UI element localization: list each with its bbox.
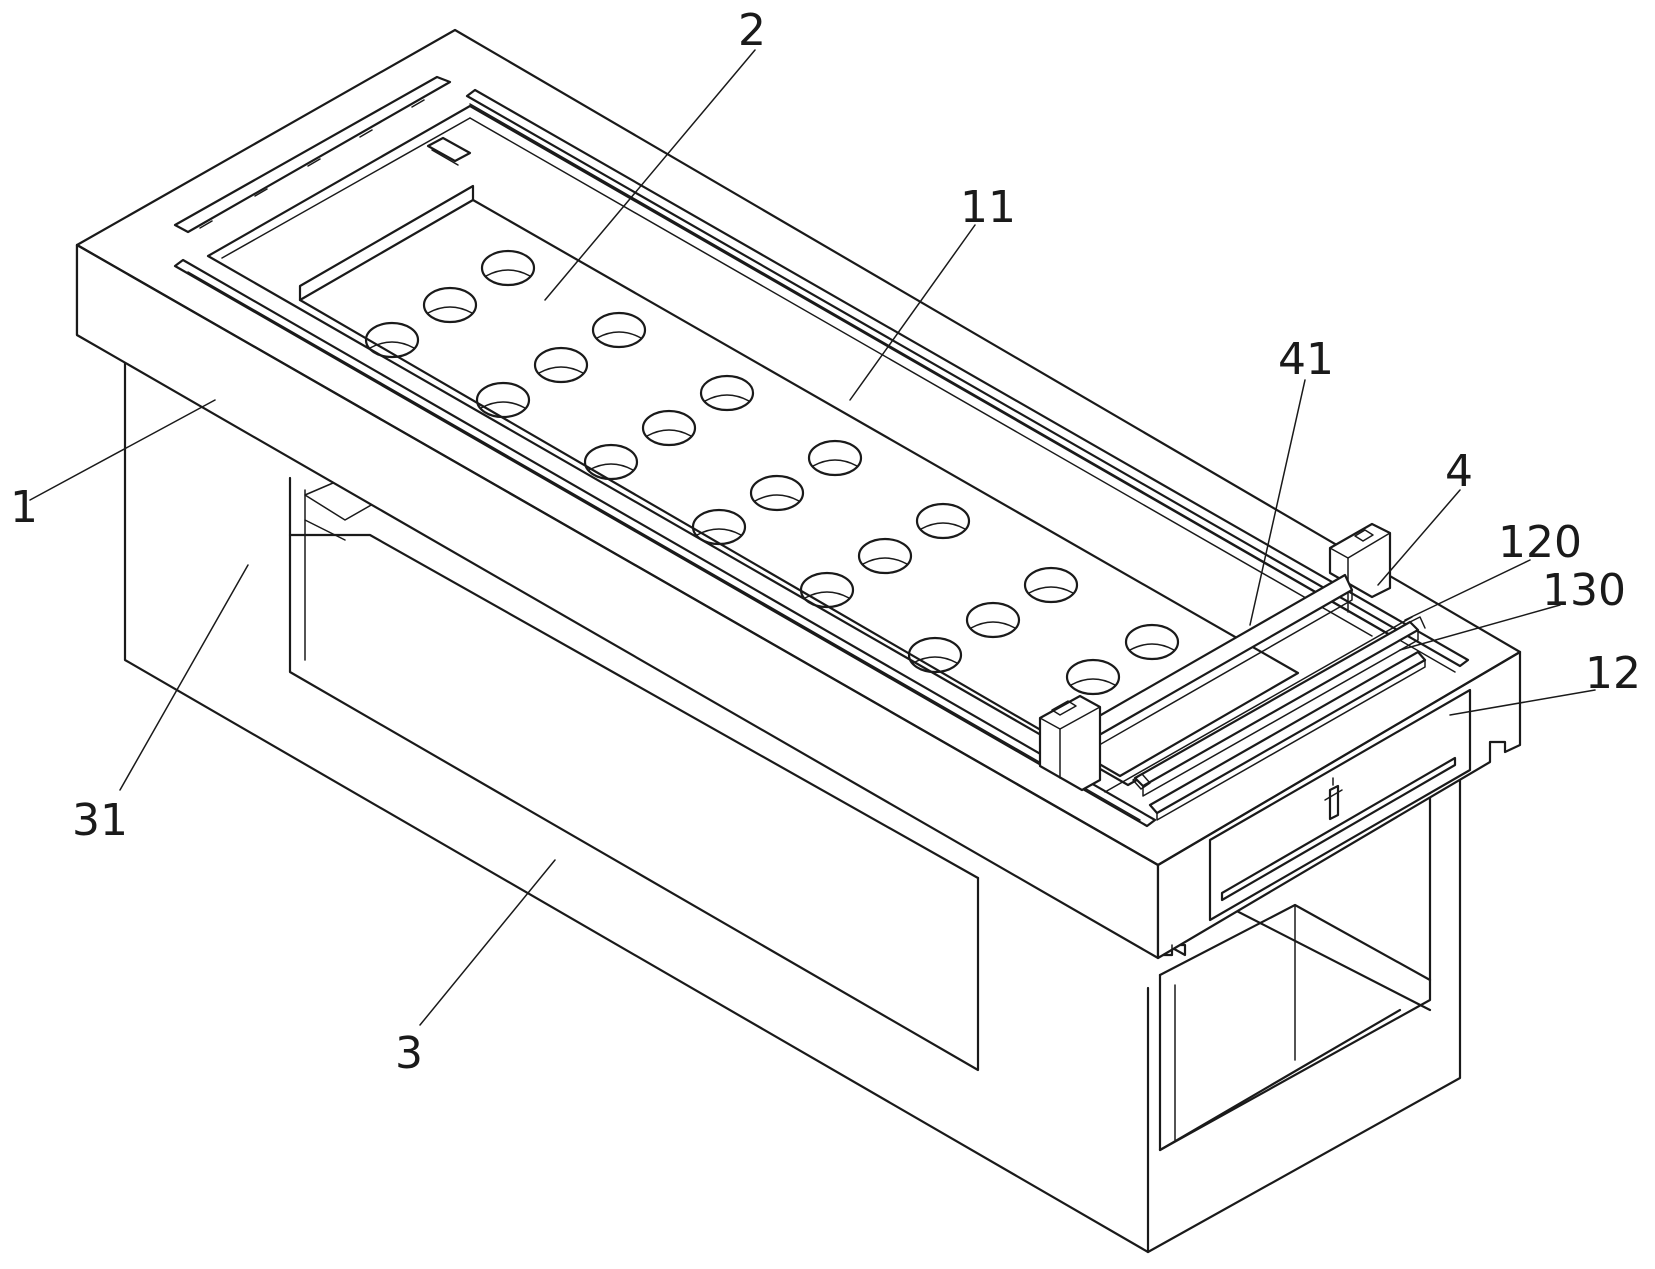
plate-hole xyxy=(364,321,420,359)
plate-hole xyxy=(1023,566,1079,604)
plate-hole xyxy=(907,636,963,674)
leader-lines xyxy=(29,49,1596,1026)
perforated-plate xyxy=(298,184,1300,778)
callout-3: 3 xyxy=(395,1028,423,1079)
top-rails xyxy=(173,75,1470,828)
callout-120: 120 xyxy=(1498,517,1582,568)
plate-hole xyxy=(699,374,755,412)
callout-41: 41 xyxy=(1278,334,1334,385)
plate-hole xyxy=(1124,623,1180,661)
side-drawer xyxy=(1208,688,1472,922)
plate-hole xyxy=(422,286,478,324)
plate-holes xyxy=(364,249,1180,696)
plate-hole xyxy=(475,381,531,419)
base-frame xyxy=(123,350,1462,1254)
plate-hole xyxy=(1065,658,1121,696)
table-top xyxy=(75,28,1522,960)
callout-12: 12 xyxy=(1585,648,1641,699)
plate-hole xyxy=(965,601,1021,639)
callout-31: 31 xyxy=(72,795,128,846)
plate-hole xyxy=(533,346,589,384)
plate-hole xyxy=(691,508,747,546)
gantry-assembly xyxy=(1038,522,1427,821)
plate-hole xyxy=(641,409,697,447)
callout-4: 4 xyxy=(1445,446,1473,497)
callout-130: 130 xyxy=(1542,565,1626,616)
plate-hole xyxy=(749,474,805,512)
callout-11: 11 xyxy=(960,182,1016,233)
plate-hole xyxy=(915,502,971,540)
plate-hole xyxy=(799,571,855,609)
plate-hole xyxy=(857,537,913,575)
callout-2: 2 xyxy=(738,5,766,56)
plate-hole xyxy=(480,249,536,287)
callout-labels: 1 2 11 41 4 120 130 12 31 3 xyxy=(10,5,1641,1079)
plate-hole xyxy=(583,443,639,481)
plate-hole xyxy=(591,311,647,349)
callout-1: 1 xyxy=(10,482,38,533)
plate-hole xyxy=(807,439,863,477)
